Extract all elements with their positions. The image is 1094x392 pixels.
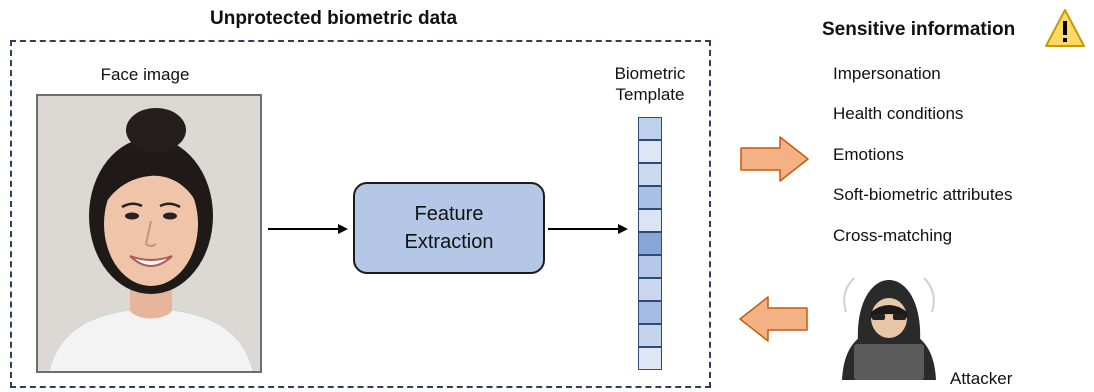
face-illustration xyxy=(38,96,260,371)
face-image-label: Face image xyxy=(100,65,190,84)
block-arrow-right xyxy=(740,136,809,182)
template-cell xyxy=(638,186,662,209)
attacker-icon xyxy=(842,277,936,380)
arrow-face-to-feature xyxy=(268,224,348,234)
face-image xyxy=(36,94,262,373)
feature-box-line1: Feature xyxy=(414,203,484,225)
arrow-feature-to-template xyxy=(548,224,628,234)
feature-box-line2: Extraction xyxy=(404,231,494,253)
feature-extraction-box: Feature Extraction xyxy=(353,182,545,274)
biometric-template-vector xyxy=(638,117,662,370)
template-cell xyxy=(638,232,662,255)
sensitive-item-impersonation: Impersonation xyxy=(833,64,941,83)
template-label-line1: Biometric xyxy=(614,64,686,83)
template-cell xyxy=(638,278,662,301)
template-cell xyxy=(638,301,662,324)
sensitive-item-emotions: Emotions xyxy=(833,145,904,164)
sensitive-info-title: Sensitive information xyxy=(822,19,1016,40)
sensitive-item-health: Health conditions xyxy=(833,104,964,123)
template-cell xyxy=(638,255,662,278)
block-arrow-left xyxy=(739,296,808,342)
template-cell xyxy=(638,324,662,347)
unprotected-data-region xyxy=(10,40,711,388)
diagram-title: Unprotected biometric data xyxy=(210,8,458,29)
template-label-line2: Template xyxy=(615,85,685,104)
warning-icon xyxy=(1045,9,1085,47)
template-label: Biometric Template xyxy=(596,63,704,105)
template-cell xyxy=(638,140,662,163)
template-cell xyxy=(638,117,662,140)
attacker-label: Attacker xyxy=(950,369,1013,388)
template-cell xyxy=(638,163,662,186)
sensitive-item-soft-biometric: Soft-biometric attributes xyxy=(833,185,1013,204)
sensitive-item-cross-matching: Cross-matching xyxy=(833,226,953,245)
template-cell xyxy=(638,209,662,232)
template-cell xyxy=(638,347,662,370)
